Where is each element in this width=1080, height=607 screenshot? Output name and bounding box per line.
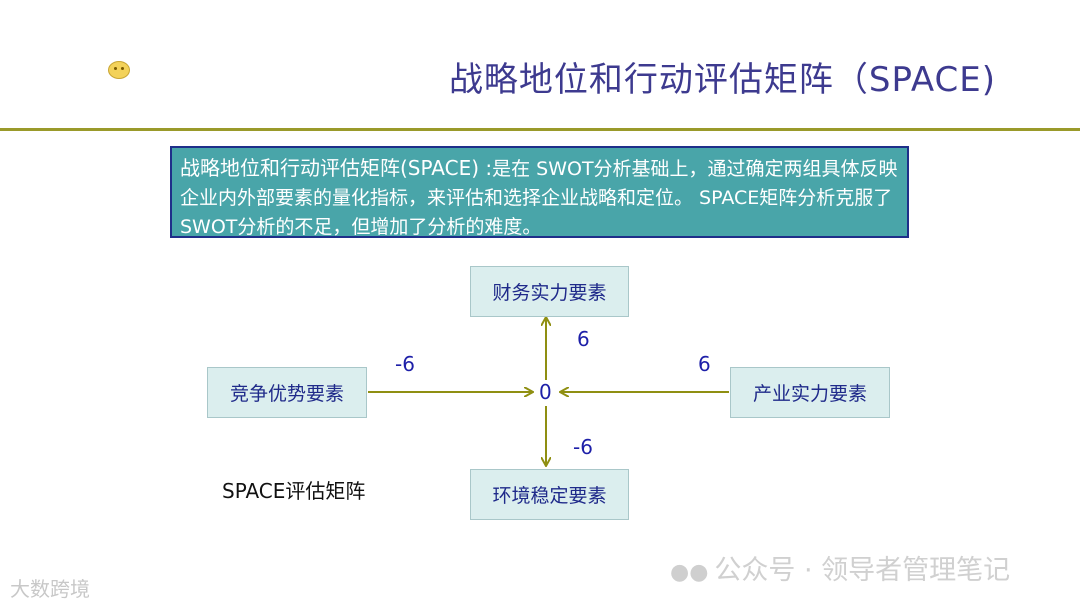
node-financial-strength: 财务实力要素 <box>470 266 629 317</box>
watermark-right-text: 公众号 · 领导者管理笔记 <box>714 555 1011 586</box>
top-value: 6 <box>577 327 590 351</box>
right-value: 6 <box>698 352 711 376</box>
definition-lead: 战略地位和行动评估矩阵(SPACE) : <box>180 156 493 180</box>
node-industry-strength: 产业实力要素 <box>730 367 890 418</box>
bottom-value: -6 <box>573 435 593 459</box>
watermark-left: 大数跨境 <box>10 577 90 601</box>
wechat-icon: ●● <box>670 560 709 585</box>
smiley-icon <box>108 61 130 79</box>
diagram-caption: SPACE评估矩阵 <box>222 479 366 503</box>
node-environmental-stability: 环境稳定要素 <box>470 469 629 520</box>
definition-box: 战略地位和行动评估矩阵(SPACE) :是在 SWOT分析基础上，通过确定两组具… <box>170 146 909 238</box>
left-value: -6 <box>395 352 415 376</box>
page-title: 战略地位和行动评估矩阵（SPACE) <box>448 60 996 100</box>
node-competitive-advantage: 竞争优势要素 <box>207 367 367 418</box>
header-divider <box>0 128 1080 131</box>
watermark-right: ●●公众号 · 领导者管理笔记 <box>670 548 1010 587</box>
center-value: 0 <box>539 380 552 404</box>
definition-body: 是在 SWOT分析基础上，通过确定两组具体反映企业内外部要素的量化指标，来评估和… <box>180 158 898 238</box>
